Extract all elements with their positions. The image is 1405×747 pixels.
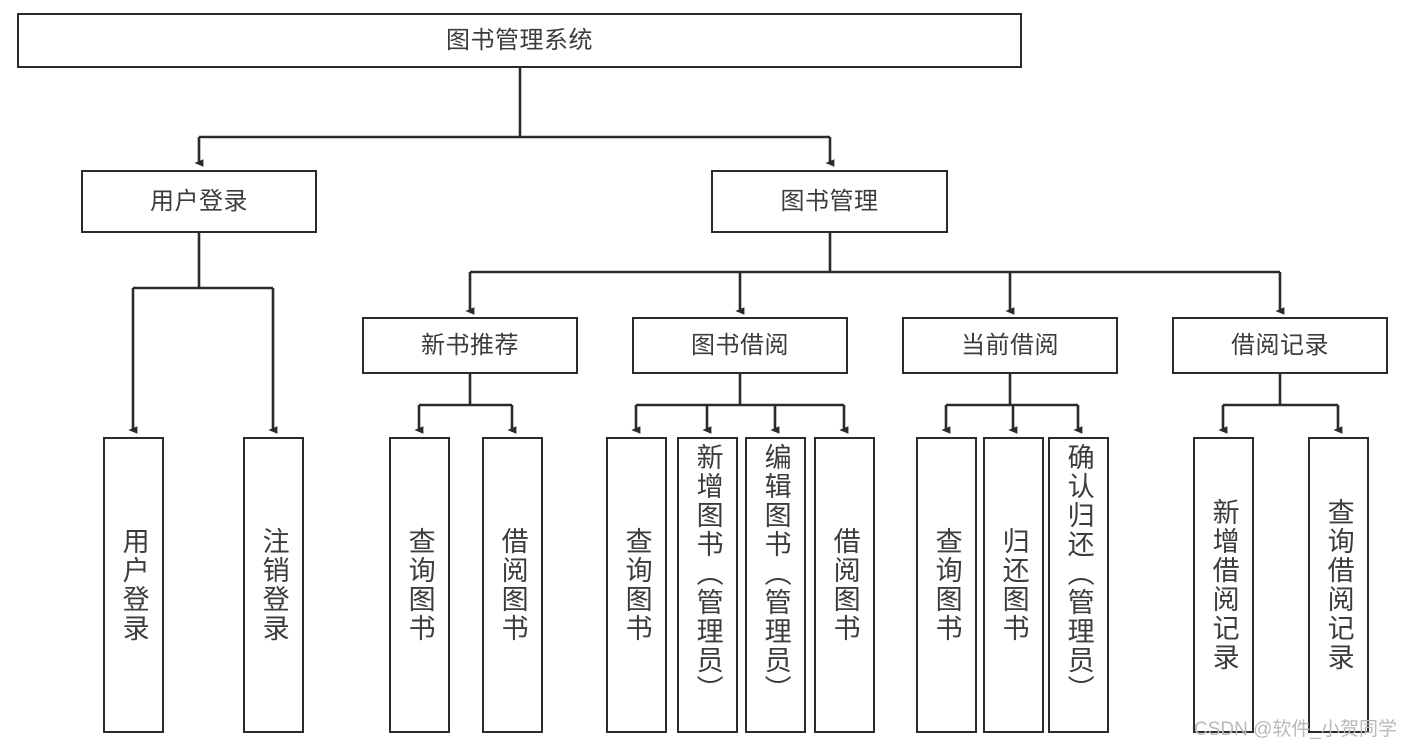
node-label: 注销登录 [258,527,289,643]
node-label: 借阅图书 [829,527,860,643]
node-label: 用户登录 [150,187,248,215]
node-borrow-records[interactable]: 借阅记录 [1172,317,1388,374]
node-label: 借阅记录 [1231,331,1329,359]
leaf-user-login-logout[interactable]: 注销登录 [243,437,304,733]
leaf-new-book-query-book[interactable]: 查询图书 [389,437,450,733]
leaf-borrow-records-query-record[interactable]: 查询借阅记录 [1308,437,1369,733]
leaf-book-borrow-edit-book-admin[interactable]: 编辑图书（管理员） [745,437,806,733]
node-book-management[interactable]: 图书管理 [711,170,948,233]
node-label: 查询图书 [931,527,962,643]
node-label: 图书借阅 [691,331,789,359]
node-label: 查询图书 [404,527,435,643]
node-label: 查询图书 [621,527,652,643]
node-label: 图书管理 [780,187,879,215]
node-user-login[interactable]: 用户登录 [81,170,317,233]
leaf-current-borrow-query-book[interactable]: 查询图书 [916,437,977,733]
node-label: 编辑图书（管理员） [760,443,791,704]
node-new-book-recommend[interactable]: 新书推荐 [362,317,578,374]
node-label: 新增图书（管理员） [692,443,723,704]
node-label: 归还图书 [998,527,1029,643]
leaf-user-login-login[interactable]: 用户登录 [103,437,164,733]
node-label: 新增借阅记录 [1208,498,1239,672]
leaf-new-book-borrow-book[interactable]: 借阅图书 [482,437,543,733]
leaf-book-borrow-add-book-admin[interactable]: 新增图书（管理员） [677,437,738,733]
watermark-text: CSDN @软件_小贺同学 [1194,719,1397,740]
leaf-current-borrow-confirm-return-admin[interactable]: 确认归还（管理员） [1048,437,1109,733]
node-current-borrow[interactable]: 当前借阅 [902,317,1118,374]
node-label: 图书管理系统 [446,26,593,54]
leaf-book-borrow-query-book[interactable]: 查询图书 [606,437,667,733]
leaf-borrow-records-add-record[interactable]: 新增借阅记录 [1193,437,1254,733]
node-label: 查询借阅记录 [1323,498,1354,672]
node-label: 借阅图书 [497,527,528,643]
node-label: 新书推荐 [421,331,519,359]
node-book-borrow[interactable]: 图书借阅 [632,317,848,374]
leaf-current-borrow-return-book[interactable]: 归还图书 [983,437,1044,733]
node-label: 当前借阅 [961,331,1059,359]
node-label: 确认归还（管理员） [1063,443,1094,704]
leaf-book-borrow-borrow-book[interactable]: 借阅图书 [814,437,875,733]
node-root-book-management-system[interactable]: 图书管理系统 [17,13,1022,68]
node-label: 用户登录 [118,527,149,643]
